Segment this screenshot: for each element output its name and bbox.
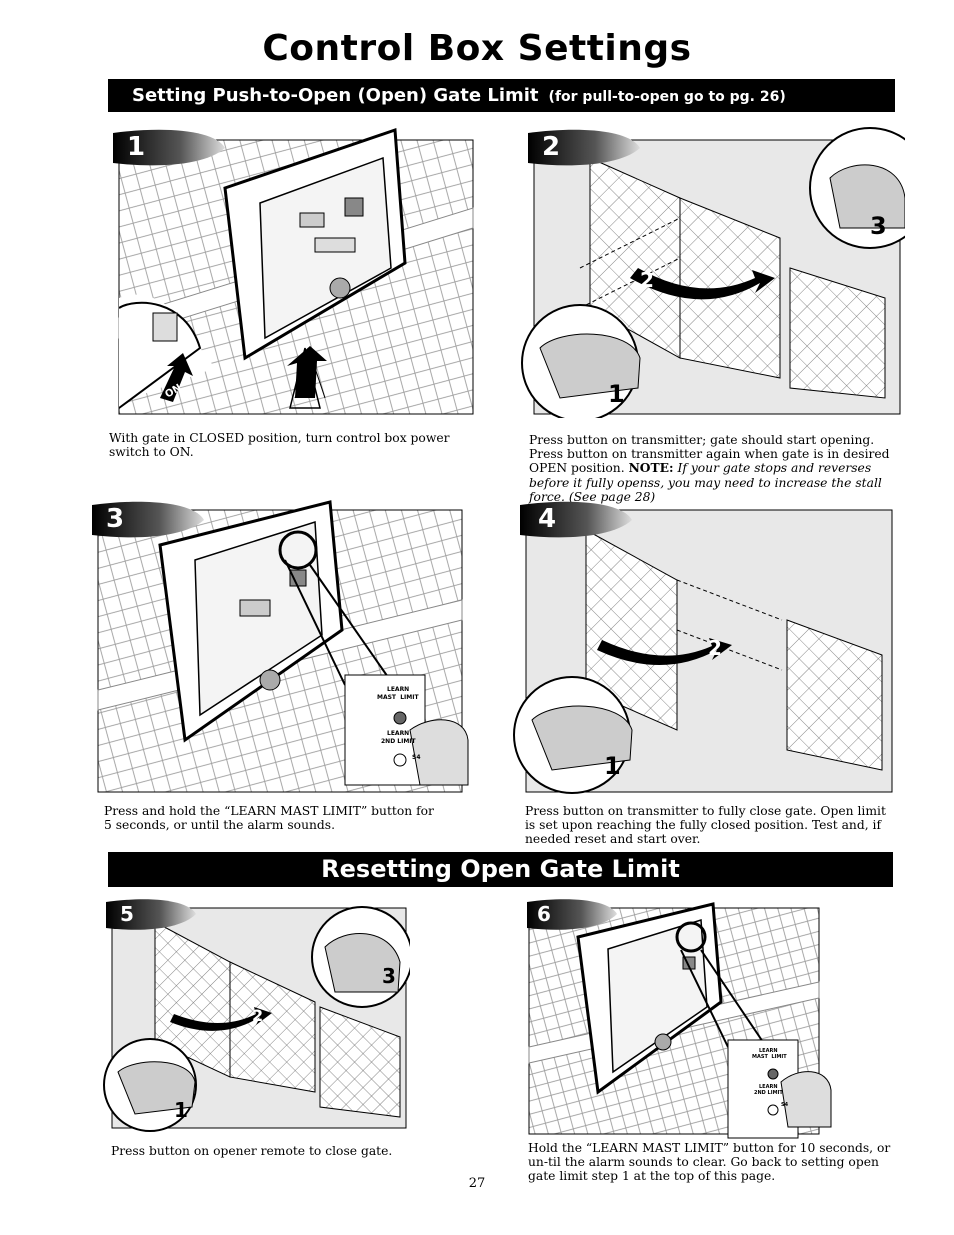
step-3-caption: Press and hold the “LEARN MAST LIMIT” bu…	[104, 804, 444, 832]
step-3-illustration: 3 LEARN MAST LIMIT LEARN 2ND LIMIT S4	[90, 490, 470, 800]
section-header-set-open-limit: Setting Push-to-Open (Open) Gate Limit (f…	[108, 79, 895, 112]
callout-1: 1	[608, 380, 625, 408]
label-mast-limit: MAST LIMIT	[752, 1054, 787, 1060]
note-label: NOTE:	[628, 460, 674, 476]
step-number: 5	[120, 902, 134, 926]
label-mast-limit: MAST LIMIT	[377, 694, 419, 701]
caption-text: Press button on transmitter; gate should…	[529, 433, 890, 476]
label-learn-2: LEARN	[387, 730, 410, 737]
section-subtitle: (for pull-to-open go to pg. 26)	[548, 89, 786, 105]
callout-3: 3	[382, 964, 396, 988]
page-number: 27	[468, 1176, 486, 1191]
callout-2: 2	[640, 268, 654, 292]
step-number: 6	[537, 902, 551, 926]
label-learn-2: LEARN	[759, 1084, 778, 1090]
section-title: Setting Push-to-Open (Open) Gate Limit	[132, 85, 539, 106]
step-5-illustration: 5 1 2 3	[100, 892, 410, 1132]
step-5-caption: Press button on opener remote to close g…	[111, 1144, 411, 1158]
callout-3: 3	[870, 212, 887, 240]
label-learn: LEARN	[759, 1048, 778, 1054]
step-6-illustration: 6 LEARN MAST LIMIT LEARN 2ND LIMIT S4	[523, 892, 833, 1142]
label-s4: S4	[781, 1102, 789, 1108]
step-4-illustration: 4 1 2	[512, 490, 897, 800]
section-header-reset-open-limit: Resetting Open Gate Limit	[108, 852, 893, 887]
step-6-caption: Hold the “LEARN MAST LIMIT” button for 1…	[528, 1141, 896, 1184]
label-learn: LEARN	[387, 686, 410, 693]
step-number: 1	[127, 132, 146, 162]
step-2-caption: Press button on transmitter; gate should…	[529, 433, 907, 504]
callout-1: 1	[604, 752, 621, 780]
caption-text: Press and hold the “LEARN MAST LIMIT” bu…	[104, 804, 434, 833]
step-1-caption: With gate in CLOSED position, turn contr…	[109, 431, 479, 459]
caption-text: With gate in CLOSED position, turn contr…	[109, 431, 450, 460]
callout-2: 2	[252, 1006, 264, 1025]
step-number: 3	[106, 504, 125, 534]
step-2-illustration: 2 1 2 3	[520, 118, 905, 418]
step-number: 2	[542, 132, 561, 162]
caption-text: Hold the “LEARN MAST LIMIT” button for 1…	[528, 1141, 891, 1184]
caption-text: Press button on transmitter to fully clo…	[525, 804, 886, 847]
label-2nd-limit: 2ND LIMIT	[381, 738, 416, 745]
callout-2: 2	[708, 636, 722, 660]
label-s4: S4	[412, 754, 421, 761]
step-1-illustration: 1 ON	[105, 118, 480, 418]
callout-1: 1	[174, 1098, 188, 1122]
label-2nd-limit: 2ND LIMIT	[754, 1090, 783, 1096]
caption-text: Press button on opener remote to close g…	[111, 1144, 393, 1158]
step-4-caption: Press button on transmitter to fully clo…	[525, 804, 895, 847]
note-text: If your gate stops and reverses before i…	[529, 461, 882, 504]
step-number: 4	[538, 504, 557, 534]
page-title: Control Box Settings	[262, 28, 692, 69]
